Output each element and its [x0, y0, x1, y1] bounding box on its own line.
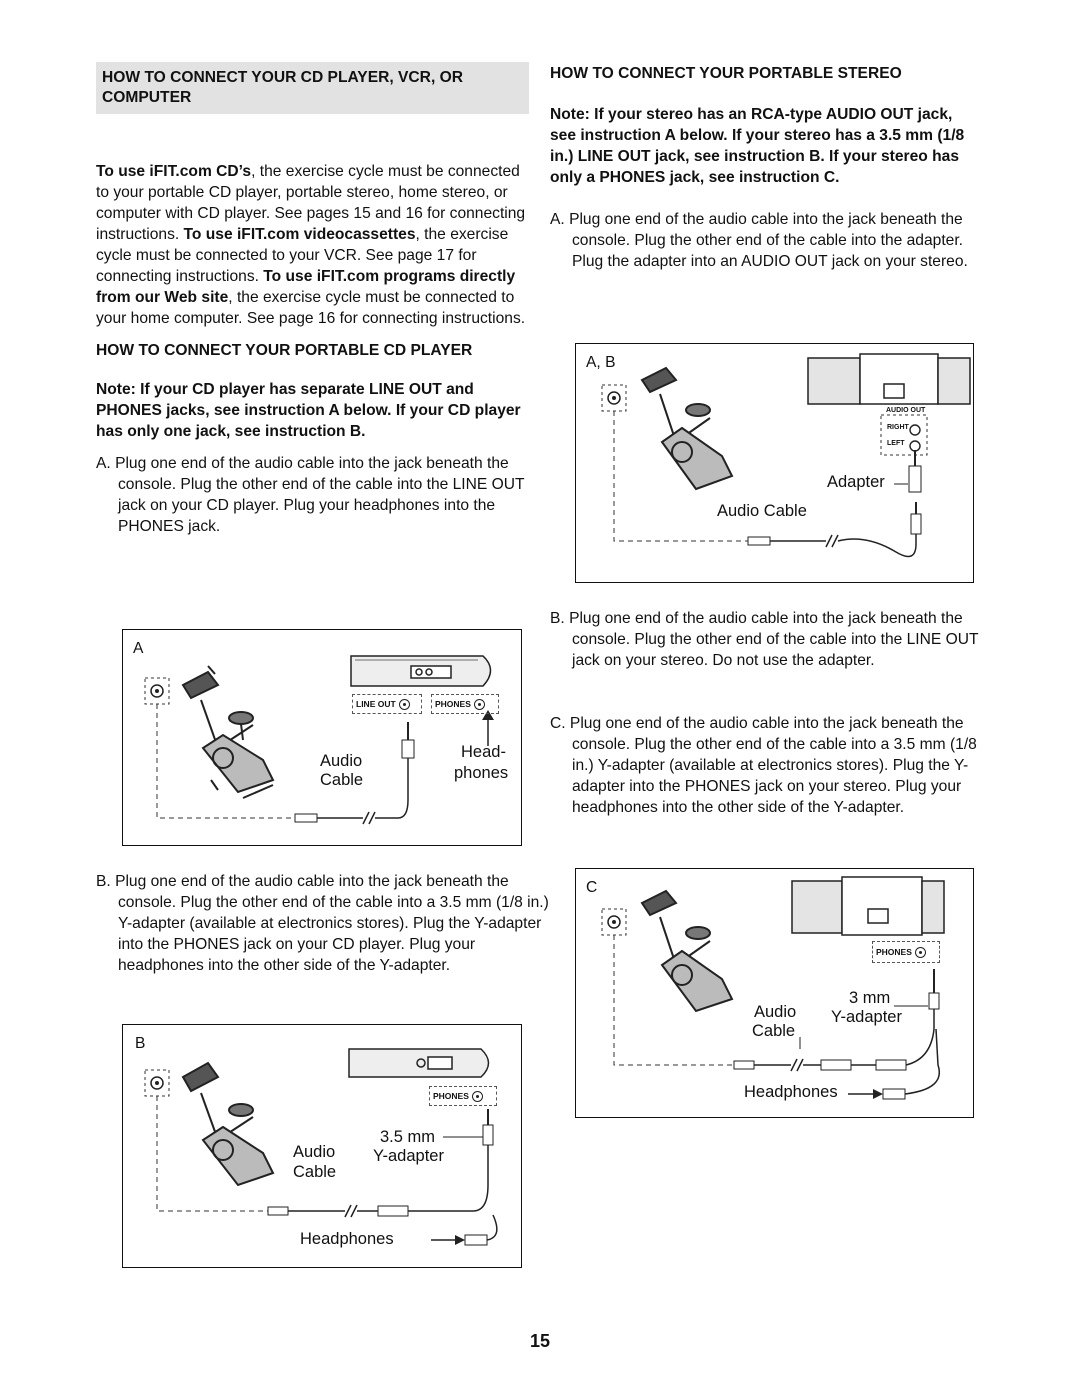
cd-player-icon	[350, 655, 492, 687]
instruction-a-stereo: A. Plug one end of the audio cable into …	[550, 211, 968, 270]
intro-bold-run: To use iFIT.com videocassettes	[183, 226, 416, 243]
exercise-bike-icon	[181, 1061, 275, 1187]
figure-b-cd-player: B PHONES 3.5 mm Y-adap	[122, 1024, 522, 1268]
yadapter-label: Y-adapter	[831, 1008, 902, 1026]
left-jack-label: LEFT	[887, 440, 905, 447]
instruction-c-stereo: C. Plug one end of the audio cable into …	[550, 715, 977, 816]
exercise-bike-icon	[181, 665, 275, 799]
connection-diagram	[601, 876, 945, 1100]
yadapter-label: Y-adapter	[373, 1147, 444, 1165]
line-out-jack: LINE OUT	[352, 694, 422, 714]
note-stereo: Note: If your stereo has an RCA-type AUD…	[550, 106, 965, 186]
figure-letter: A, B	[586, 354, 616, 371]
intro-bold-run: To use iFIT.com programs directly from o…	[96, 268, 516, 306]
exercise-bike-icon	[640, 889, 734, 1013]
mm-label: 3 mm	[849, 989, 891, 1007]
headphones-label: Headphones	[300, 1230, 394, 1248]
headphones-label: phones	[454, 764, 509, 782]
mm-label: 3.5 mm	[380, 1128, 436, 1146]
note-cd-player: Note: If your CD player has separate LIN…	[96, 381, 521, 440]
intro-text-run: , the exercise cycle must be connected t…	[96, 289, 526, 327]
phones-jack: PHONES	[872, 941, 940, 963]
intro-paragraph: To use iFIT.com CD’s, the exercise cycle…	[96, 161, 529, 329]
page-number: 15	[529, 1331, 551, 1351]
cd-player-icon	[348, 1048, 490, 1078]
adapter-label: Adapter	[827, 473, 885, 491]
audio-label: Audio	[320, 752, 363, 770]
section-header-cd-vcr-computer: HOW TO CONNECT YOUR CD PLAYER, VCR, OR C…	[96, 62, 529, 114]
intro-text-run: , the exercise cycle must be connected t…	[96, 163, 526, 243]
left-column: HOW TO CONNECT YOUR CD PLAYER, VCR, OR C…	[96, 62, 529, 537]
figure-letter: C	[586, 879, 598, 896]
section-title-portable-stereo: HOW TO CONNECT YOUR PORTABLE STEREO	[550, 65, 902, 82]
cable-label: Cable	[293, 1163, 337, 1181]
right-column: HOW TO CONNECT YOUR PORTABLE STEREO Note…	[550, 62, 980, 272]
exercise-bike-icon	[640, 366, 734, 491]
phones-jack: PHONES	[429, 1086, 497, 1106]
cable-label: Cable	[752, 1022, 796, 1040]
figure-ab-stereo: A, B AUDIO OUT RIGHT LEFT	[575, 343, 974, 583]
right-jack-label: RIGHT	[887, 424, 909, 431]
cable-label: Cable	[320, 771, 364, 789]
stereo-icon	[807, 353, 971, 405]
connection-diagram	[144, 1048, 498, 1246]
audio-out-label: AUDIO OUT	[886, 407, 926, 414]
instruction-b-cd: B. Plug one end of the audio cable into …	[96, 873, 549, 974]
instruction-b-stereo: B. Plug one end of the audio cable into …	[550, 610, 979, 669]
headphones-label: Headphones	[744, 1083, 838, 1101]
figure-letter: A	[133, 640, 144, 657]
phones-jack: PHONES	[431, 694, 499, 714]
instruction-a-cd: A. Plug one end of the audio cable into …	[96, 455, 525, 535]
intro-text-run: , the exercise cycle must be connected t…	[96, 226, 509, 285]
figure-c-stereo: C PHONE	[575, 868, 974, 1118]
audio-label: Audio	[754, 1003, 797, 1021]
intro-bold-run: To use iFIT.com CD’s	[96, 163, 252, 180]
audio-cable-label: Audio Cable	[717, 502, 807, 520]
figure-a-cd-player: A	[122, 629, 522, 846]
stereo-icon	[791, 876, 945, 936]
section-title-portable-cd: HOW TO CONNECT YOUR PORTABLE CD PLAYER	[96, 342, 473, 359]
figure-letter: B	[135, 1035, 146, 1052]
head-label: Head-	[461, 743, 506, 761]
connection-diagram	[144, 655, 494, 825]
audio-label: Audio	[293, 1143, 336, 1161]
connection-diagram	[601, 353, 971, 558]
